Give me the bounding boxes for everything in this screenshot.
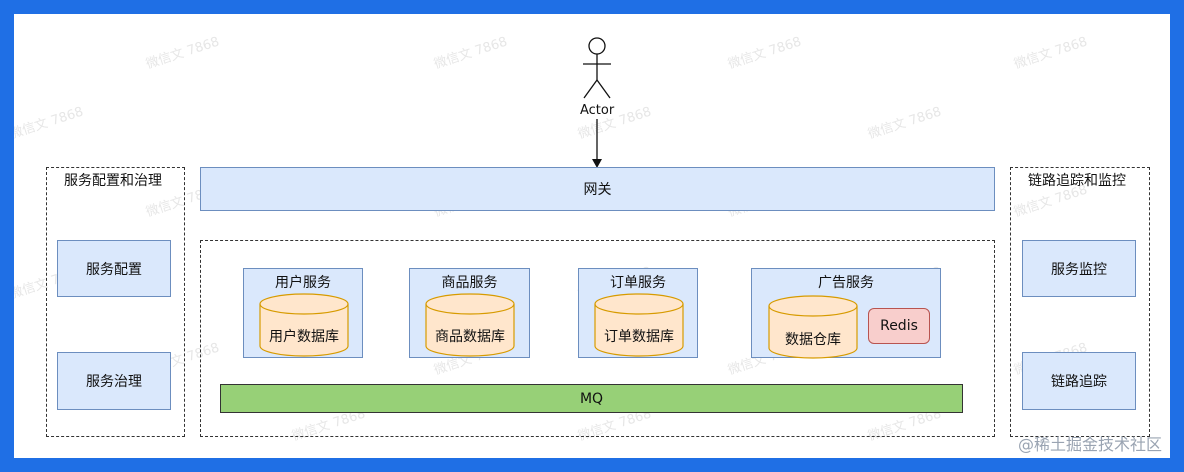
trace-label: 链路追踪 [1051, 374, 1107, 390]
trace-box: 链路追踪 [1022, 352, 1136, 410]
actor-icon [583, 37, 611, 99]
watermark: 微信文 7868 [14, 104, 86, 143]
order-db-label: 订单数据库 [604, 329, 674, 345]
database-icon [768, 295, 858, 359]
product-db-label: 商品数据库 [435, 329, 505, 345]
right-panel-title: 链路追踪和监控 [1028, 173, 1126, 189]
diagram-canvas: 微信文 7868 微信文 7868 微信文 7868 微信文 7868 微信文 … [14, 14, 1170, 458]
services-container [200, 240, 995, 437]
user-service-title: 用户服务 [275, 275, 331, 291]
watermark: 微信文 7868 [866, 104, 944, 143]
order-db-cylinder: 订单数据库 [594, 293, 684, 357]
watermark: 微信文 7868 [1012, 34, 1090, 73]
user-db-label: 用户数据库 [269, 329, 339, 345]
actor-label: Actor [580, 103, 615, 118]
ad-service-title: 广告服务 [818, 275, 874, 291]
watermark: 微信文 7868 [144, 34, 222, 73]
user-db-cylinder: 用户数据库 [259, 293, 349, 357]
credit-text: @稀土掘金技术社区 [1017, 435, 1162, 454]
service-monitor-label: 服务监控 [1051, 261, 1107, 278]
service-config-box: 服务配置 [57, 240, 171, 297]
database-icon [259, 293, 349, 357]
mq-bar: MQ [220, 384, 963, 413]
database-icon [425, 293, 515, 357]
order-service-title: 订单服务 [610, 275, 666, 291]
data-warehouse-label: 数据仓库 [785, 332, 841, 348]
database-icon [594, 293, 684, 357]
data-warehouse-cylinder: 数据仓库 [768, 295, 858, 359]
service-governance-box: 服务治理 [57, 352, 171, 410]
redis-box: Redis [868, 308, 930, 344]
arrow-icon [592, 119, 602, 168]
watermark: 微信文 7868 [726, 34, 804, 73]
gateway-label: 网关 [583, 182, 612, 198]
mq-label: MQ [579, 390, 604, 407]
redis-label: Redis [880, 318, 918, 334]
service-config-label: 服务配置 [86, 261, 142, 278]
service-monitor-box: 服务监控 [1022, 240, 1136, 297]
watermark: 微信文 7868 [432, 34, 510, 73]
right-panel [1010, 167, 1150, 437]
left-panel [46, 167, 185, 437]
left-panel-title: 服务配置和治理 [64, 173, 162, 189]
gateway-box: 网关 [200, 167, 995, 211]
product-db-cylinder: 商品数据库 [425, 293, 515, 357]
product-service-title: 商品服务 [441, 275, 498, 291]
service-governance-label: 服务治理 [86, 374, 142, 390]
